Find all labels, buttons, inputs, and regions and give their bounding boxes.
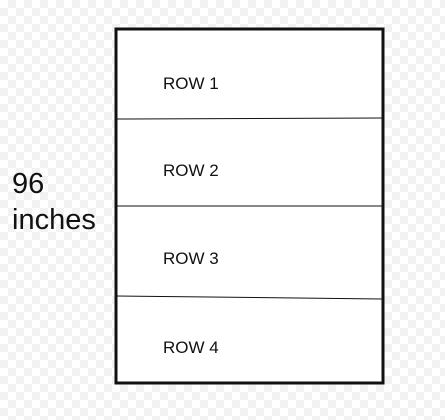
row-divider-1 (115, 117, 384, 120)
row-divider-3 (115, 295, 384, 300)
height-unit: inches (12, 204, 96, 236)
row-label-2: ROW 2 (163, 161, 219, 180)
row-label-1: ROW 1 (163, 74, 219, 93)
row-label-3: ROW 3 (163, 249, 219, 268)
height-dimension-label: 96 inches (12, 166, 112, 238)
height-value: 96 (12, 168, 45, 200)
row-label-4: ROW 4 (163, 338, 219, 357)
